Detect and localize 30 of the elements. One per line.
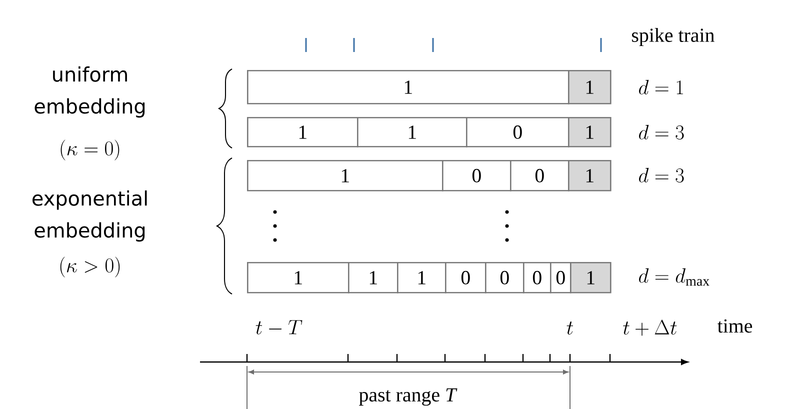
text-label: past range T — [359, 388, 458, 406]
bin-cell: 1 — [570, 262, 612, 294]
bin-cell: 0 — [442, 160, 512, 192]
bin-cell: 0 — [523, 262, 552, 294]
bin-cell: 0 — [466, 117, 570, 148]
bin-cell: 0 — [445, 262, 486, 294]
bin-cell: 1 — [568, 160, 612, 192]
text-label: time — [717, 319, 752, 333]
math-label: $d = 3$ — [639, 124, 684, 140]
bin-cell: 0 — [550, 262, 572, 294]
text-label: spike train — [632, 28, 714, 46]
group-label: exponential embedding — [32, 190, 147, 242]
bin-cell: 1 — [357, 117, 468, 148]
bin-cell: 1 — [247, 117, 358, 148]
group-label: uniform embedding — [34, 66, 145, 118]
math-label: $t - T$ — [256, 320, 302, 334]
math-label: $d = 3$ — [639, 168, 684, 182]
math-label: $(\kappa = 0)$ — [60, 140, 120, 160]
bin-cell: 1 — [568, 70, 612, 104]
math-label: $t + \Delta t$ — [623, 320, 677, 336]
math-label: $t$ — [566, 321, 573, 335]
bin-cell: 0 — [485, 262, 524, 294]
bin-cell: 0 — [510, 160, 570, 192]
bin-cell: 1 — [348, 262, 398, 294]
bin-cell: 1 — [568, 117, 612, 148]
math-label: $d = 1$ — [639, 80, 683, 94]
bin-cell: 1 — [247, 70, 570, 104]
math-label: $d = d_{\max}$ — [639, 268, 710, 286]
math-label: $(\kappa > 0)$ — [60, 256, 120, 278]
bin-cell: 1 — [397, 262, 446, 294]
